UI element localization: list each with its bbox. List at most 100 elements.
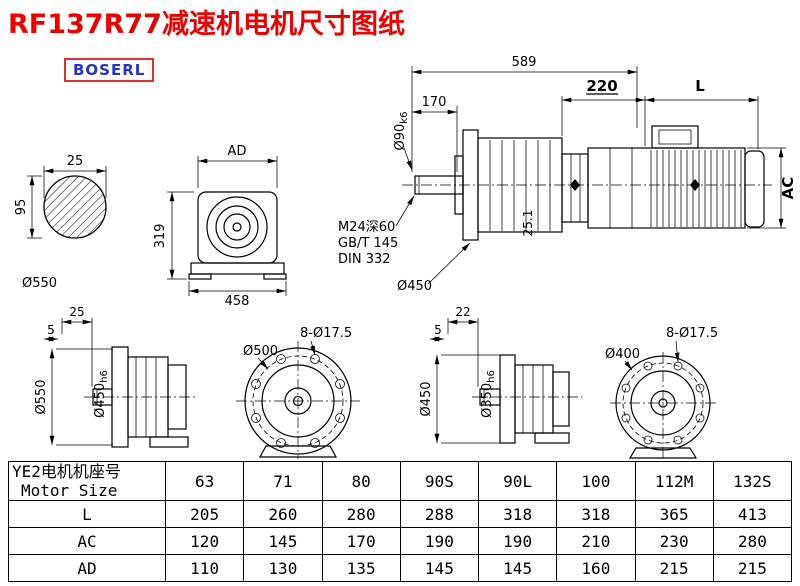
spigot-circle [630,370,696,436]
foot-pad-left [188,273,212,280]
technical-drawing: 25 95 Ø550 AD 319 [14,55,797,459]
dim-stub-length: 22 [455,305,470,319]
motor-body [587,147,746,229]
dim-shaft-height: 95 [14,199,29,216]
label-flange-dia: Ø400 [605,347,640,362]
section-mark-right [690,179,700,191]
motor-size-col-header: 100 [556,461,636,501]
table-row-AD: AD 110 130 135 145 145 160 215 215 [8,554,793,582]
dim-outer-dia: Ø550 [34,379,49,414]
motor-size-col-header: 90L [477,461,558,501]
label-bolt-holes: 8-Ø17.5 [666,326,718,341]
gearbox-ribs [489,140,551,231]
center-hole [292,395,304,407]
dim-overall-length: 589 [512,55,537,70]
table-row-AC: AC 120 145 170 190 190 210 230 280 [8,527,793,555]
motor-size-col-header: 63 [164,461,245,501]
dim-value-cell: 190 [399,527,480,555]
label-std-gb: GB/T 145 [338,236,398,251]
label-flange-dia: Ø450 [397,279,432,294]
bolt-hole [695,383,705,393]
main-assembly-view: 589 170 Ø90k6 220 L AC M24深60 GB/T [338,55,797,294]
dim-value-cell: 365 [634,500,714,528]
center-hole [658,398,668,408]
shaft-section-view: 25 95 Ø550 [14,154,107,291]
label-bolt-circle-dia: Ø500 [243,344,278,359]
housing-rear [167,364,187,430]
gearbox-front-view: AD 319 458 [153,144,287,309]
bolt-hole [621,413,631,423]
dim-value-cell: 230 [634,527,714,555]
motor-size-col-header: 112M [634,461,714,501]
spigot-circle [261,364,335,438]
dim-outer-dia: Ø450 [419,381,434,416]
foot-pad-right [263,273,287,280]
dim-value-cell: 318 [477,500,558,528]
page-title: RF137R77减速机电机尺寸图纸 [8,9,405,40]
dim-value-cell: 120 [164,527,245,555]
fan-cover [744,150,765,228]
brand-text: BOSERL [73,61,146,79]
brand-logo: BOSERL [64,58,155,82]
motor-size-col-header: 90S [399,461,480,501]
dim-ad: AD [228,144,247,159]
dim-value-cell: 135 [321,554,401,582]
table-header-row: YE2电机机座号 Motor Size 63 71 80 90S 90L 100… [8,461,793,501]
bolt-hole [695,413,705,423]
section-mark-left [570,179,580,191]
dim-adapter-length: 220 [586,77,617,95]
dim-spigot-dia: Ø350h6 [480,370,497,418]
housing-rear [552,371,570,427]
bolt-hole [335,379,345,389]
flange-view-left: Ø500 8-Ø17.5 [236,326,360,459]
flange-circle-outer [206,196,268,258]
dim-value-cell: 215 [712,554,793,582]
dim-row-label: L [8,500,166,528]
terminal-box [651,125,699,149]
dim-value-cell: 170 [321,527,401,555]
flange-outer-circle [244,347,352,455]
bolt-hole [643,435,653,445]
shaft-circle [650,390,676,416]
dim-value-cell: 190 [477,527,558,555]
bolt-hole [335,413,345,423]
bolt-hole [310,354,320,364]
dim-value-cell: 145 [399,554,480,582]
dim-value-cell: 130 [243,554,323,582]
foot [534,432,570,444]
flange-plate [499,354,516,444]
dim-key-height: 25.1 [521,210,535,237]
dim-front-height: 319 [153,224,168,249]
terminal-box-lid [658,129,692,145]
flange-view-right: Ø400 8-Ø17.5 [605,326,718,459]
motor-size-table: YE2电机机座号 Motor Size 63 71 80 90S 90L 100… [8,461,793,582]
dim-value-cell: 160 [556,554,636,582]
dim-row-label: AD [8,554,166,582]
bolt-hole [310,438,320,448]
motor-size-header-en: Motor Size [21,481,118,500]
motor-size-col-header: 71 [243,461,323,501]
dim-motor-dia: AC [779,177,797,200]
dim-shaft-width: 25 [67,154,84,169]
housing-front [514,364,554,434]
dim-value-cell: 210 [556,527,636,555]
bolt-hole [276,438,286,448]
label-bolt-holes: 8-Ø17.5 [300,326,352,341]
dim-front-width: 458 [225,294,250,309]
gearbox-front-body [197,191,278,264]
dim-value-cell: 280 [712,527,793,555]
dim-row-label: AC [8,527,166,555]
bolt-circle [622,362,704,444]
bolt-hole [673,435,683,445]
side-view-left: 25 5 Ø550 Ø450h6 [34,305,198,448]
dim-motor-length: L [695,77,705,95]
flange-circle-mid [215,205,259,249]
dim-shaft-length: 170 [422,95,447,110]
gearbox-base [190,262,285,275]
dim-value-cell: 110 [164,554,245,582]
dim-value-cell: 145 [477,554,558,582]
dim-value-cell: 215 [634,554,714,582]
label-shaft-dia: Ø90k6 [393,112,410,151]
label-shaft-outer-dia: Ø550 [22,276,57,291]
